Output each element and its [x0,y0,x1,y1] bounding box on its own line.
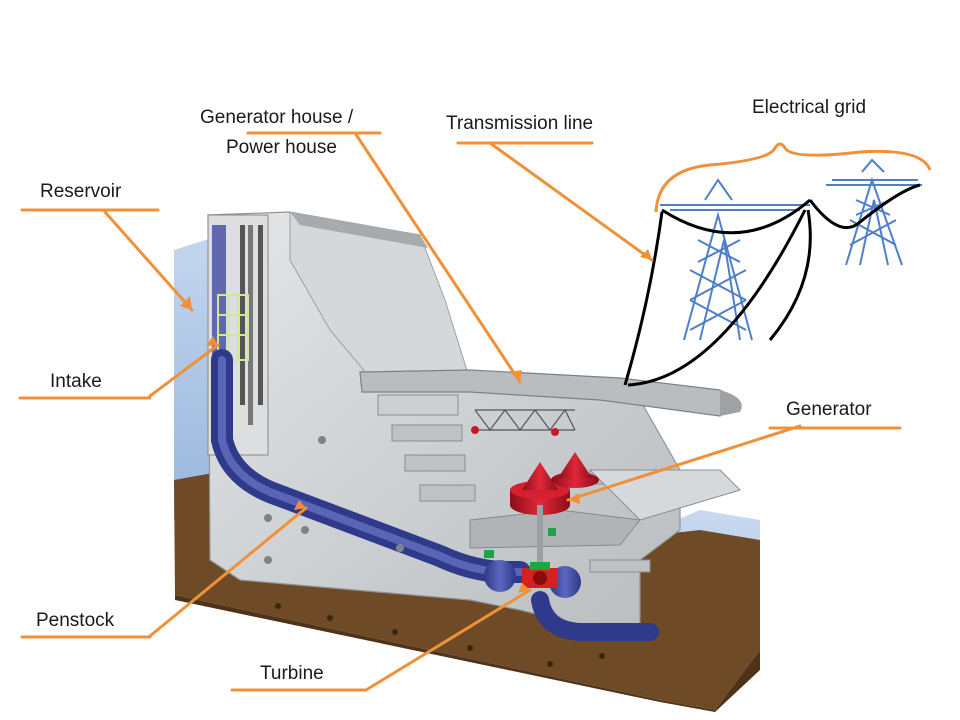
valves [484,528,556,558]
turbine-icon [522,562,558,588]
label-electrical-grid: Electrical grid [752,97,867,118]
transmission-tower-icon [660,178,810,341]
label-reservoir: Reservoir [40,181,122,202]
label-intake: Intake [50,371,102,392]
grid-brace [654,142,932,213]
label-generator-house: Generator house / [200,107,354,128]
label-turbine: Turbine [260,663,324,684]
label-generator: Generator [786,399,872,420]
dam-holes [264,436,404,564]
label-transmission-line: Transmission line [446,113,594,134]
callout-arrowheads [180,249,652,593]
outlet-pipe [531,591,659,641]
label-penstock: Penstock [36,610,115,631]
generator-icon [510,452,599,575]
label-power-house: Power house [226,137,337,158]
foundation-holes [275,603,605,667]
callout-lines [18,131,902,692]
transmission-tower-icon [826,158,922,266]
power-lines [623,183,921,387]
